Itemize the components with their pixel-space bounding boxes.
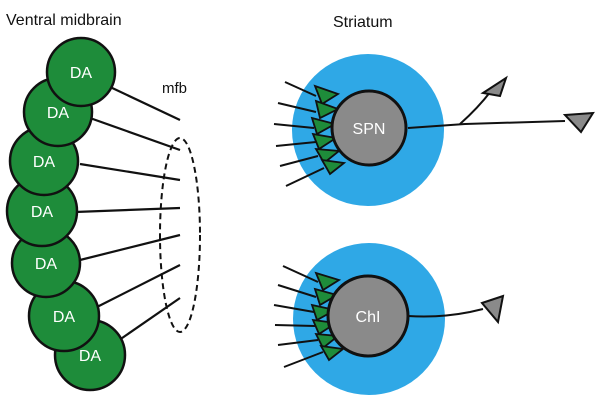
ventral-midbrain-title: Ventral midbrain [6, 12, 122, 29]
chi-soma [326, 274, 410, 358]
da-neuron-label: DA [47, 105, 70, 122]
chi-inputs [273, 265, 324, 368]
da-axon-3 [79, 162, 181, 182]
da-axon-2 [89, 116, 181, 152]
spn-synapses [310, 84, 347, 176]
da-neuron-label: DA [53, 309, 76, 326]
chi-axon [407, 308, 484, 318]
da-neuron-6: DA [27, 279, 101, 353]
spn-soma [330, 89, 408, 167]
spn-terminal-2 [562, 111, 595, 134]
da-axon-6 [94, 264, 181, 309]
chi-label: ChI [356, 309, 381, 326]
da-axon-5 [79, 233, 181, 262]
striatum-title: Striatum [333, 14, 393, 31]
da-axon-1 [107, 85, 181, 121]
da-axon-4 [74, 206, 181, 214]
mfb-bundle [159, 137, 201, 333]
spn-cell: SPN [273, 54, 595, 206]
da-axon-7 [111, 297, 181, 346]
spn-inputs [273, 81, 325, 187]
da-neuron-label: DA [31, 204, 54, 221]
da-neuron-label: DA [35, 256, 58, 273]
da-neuron-label: DA [79, 348, 102, 365]
spn-label: SPN [353, 121, 386, 138]
da-axons [74, 85, 181, 346]
da-neuron-1: DA [45, 36, 117, 108]
chi-terminal [480, 294, 505, 325]
chi-cell: ChI [273, 243, 505, 395]
da-neuron-label: DA [70, 65, 93, 82]
da-neuron-label: DA [33, 154, 56, 171]
mfb-label: mfb [162, 80, 187, 97]
spn-terminal-1 [480, 75, 508, 98]
